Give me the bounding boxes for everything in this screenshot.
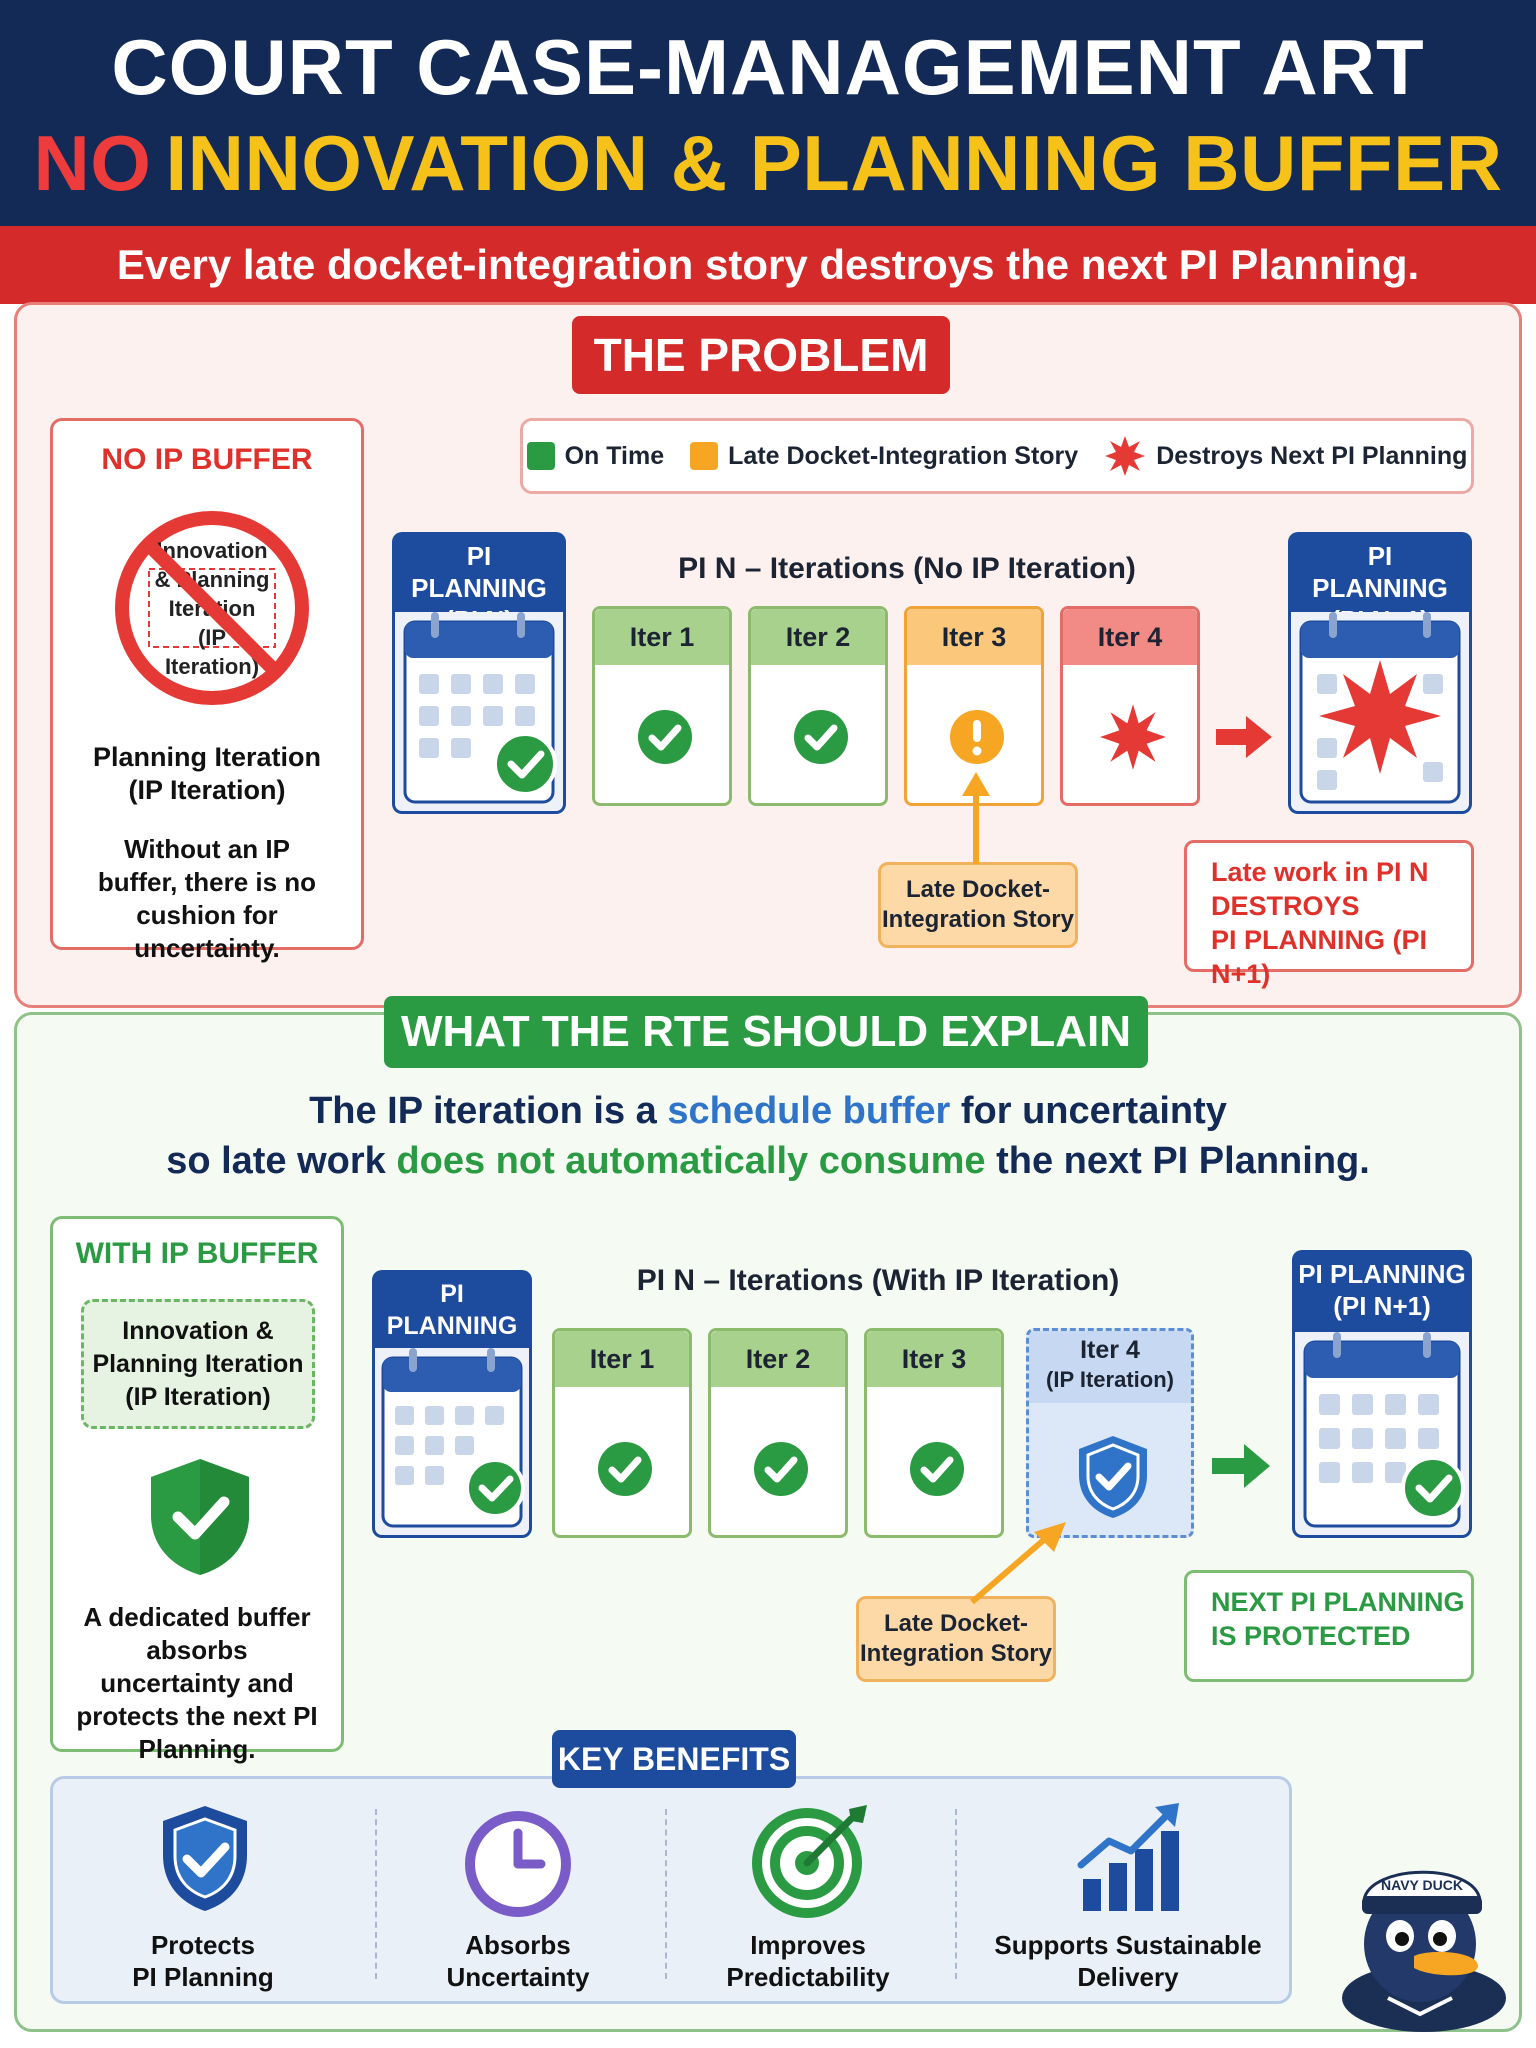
iteration-label: Iter 1 [595, 609, 729, 665]
pi-planning-next-card: PI PLANNING (PI N+1) [1288, 532, 1472, 814]
arrow-right-icon [1212, 1444, 1270, 1488]
iteration-label: Iter 4 [1063, 609, 1197, 665]
check-circle-icon [794, 710, 848, 764]
target-icon [752, 1805, 867, 1918]
legend-late: Late Docket-Integration Story [690, 442, 1078, 471]
iteration-label: Iter 1 [555, 1331, 689, 1387]
iteration-1: Iter 1 [592, 606, 732, 806]
with-ip-buffer-card: WITH IP BUFFER Innovation & Planning Ite… [50, 1216, 344, 1764]
pi-planning-next-label: PI PLANNING (PI N+1) [1288, 532, 1472, 635]
title-rest: INNOVATION & PLANNING BUFFER [165, 119, 1503, 207]
shield-check-icon [151, 1459, 249, 1575]
pi-n-label-problem: PI N – Iterations (No IP Iteration) [678, 552, 1136, 585]
growth-chart-icon [1077, 1803, 1179, 1911]
shield-check-icon [163, 1806, 247, 1911]
with-ip-buffer-title: WITH IP BUFFER [75, 1237, 319, 1270]
ip-iteration-box: Innovation & Planning Iteration (IP Iter… [81, 1299, 315, 1429]
legend-on-time: On Time [526, 442, 664, 471]
navy-duck-mascot-icon: NAVY DUCK [1342, 1870, 1506, 2032]
benefit-label: Protects PI Planning [132, 1930, 274, 1992]
calendar-destroyed-icon [1288, 612, 1472, 814]
late-story-note-problem: Late Docket-Integration Story [878, 862, 1078, 948]
rte-line-1: The IP iteration is a schedule buffer fo… [309, 1090, 1227, 1132]
benefit-absorbs: Absorbs Uncertainty [383, 1779, 653, 2007]
check-circle-icon [754, 1442, 808, 1496]
subtitle-banner: Every late docket-integration story dest… [0, 226, 1536, 304]
benefit-label: Improves Predictability [726, 1930, 890, 1992]
benefit-label: Supports Sustainable Delivery [994, 1930, 1262, 1992]
protected-result-box: NEXT PI PLANNING IS PROTECTED [1184, 1570, 1474, 1682]
benefit-supports: Supports Sustainable Delivery [963, 1779, 1293, 2007]
result-line-1: Late work in PI N [1211, 857, 1429, 887]
iteration-label: Iter 3 [907, 609, 1041, 665]
iteration-2-with: Iter 2 [708, 1328, 848, 1538]
legend: On Time Late Docket-Integration Story De… [520, 418, 1474, 494]
key-benefits-panel: Protects PI Planning Absorbs Uncertainty… [50, 1776, 1292, 2004]
check-circle-icon [910, 1442, 964, 1496]
divider [955, 1809, 957, 1979]
iteration-3: Iter 3 [904, 606, 1044, 806]
iteration-4: Iter 4 [1060, 606, 1200, 806]
legend-destroys: Destroys Next PI Planning [1104, 435, 1467, 477]
with-ip-desc: A dedicated buffer absorbs uncertainty a… [76, 1602, 318, 1764]
title-no: NO [33, 119, 152, 207]
no-ip-buffer-title: NO IP BUFFER [101, 443, 313, 476]
iteration-4-ip: Iter 4 (IP Iteration) [1026, 1328, 1194, 1538]
prohibited-slash [142, 538, 282, 678]
no-ip-desc: Without an IP buffer, there is no cushio… [97, 834, 317, 963]
no-ip-buffer-card: NO IP BUFFER Innovation & Planning Itera… [50, 418, 364, 963]
pi-n-label-with: PI N – Iterations (With IP Iteration) [636, 1264, 1120, 1297]
check-circle-icon [598, 1442, 652, 1496]
clock-icon [465, 1811, 571, 1917]
divider [375, 1809, 377, 1979]
green-square-icon [526, 442, 555, 470]
benefit-protects: Protects PI Planning [53, 1779, 353, 2007]
pi-planning-start-label: PI PLANNING (PI N) [392, 532, 566, 635]
iteration-3-with: Iter 3 [864, 1328, 1004, 1538]
pi-planning-start-card: PI PLANNING (PI N) [392, 532, 566, 814]
title-line-1: COURT CASE-MANAGEMENT ART [111, 23, 1425, 111]
arrow-diagonal-icon [970, 1522, 1066, 1605]
arrow-up-icon [962, 772, 990, 864]
benefit-improves: Improves Predictability [673, 1779, 943, 2007]
rte-line-2: so late work does not automatically cons… [166, 1140, 1370, 1182]
iteration-1-with: Iter 1 [552, 1328, 692, 1538]
burst-icon [1100, 704, 1166, 770]
iteration-label: Iter 2 [751, 609, 885, 665]
result-line-2: DESTROYS [1211, 891, 1360, 921]
pi-planning-start-label: PI PLANNING (PI N) [372, 1270, 532, 1372]
pi-planning-start-card-with: PI PLANNING (PI N) [372, 1270, 532, 1538]
rte-badge: WHAT THE RTE SHOULD EXPLAIN [384, 996, 1148, 1068]
shield-icon [1079, 1436, 1147, 1518]
late-story-note-with: Late Docket-Integration Story [856, 1596, 1056, 1682]
benefit-label: Absorbs Uncertainty [446, 1930, 590, 1992]
protected-line-2: IS PROTECTED [1211, 1621, 1411, 1651]
calendar-icon [372, 1348, 532, 1538]
ip-iteration-header: Iter 4 (IP Iteration) [1029, 1331, 1191, 1403]
no-ip-sub: Planning Iteration (IP Iteration) [92, 742, 321, 805]
check-circle-icon [638, 710, 692, 764]
iteration-label: Iter 2 [711, 1331, 845, 1387]
key-benefits-badge: KEY BENEFITS [552, 1730, 796, 1788]
result-line-3: PI PLANNING (PI N+1) [1211, 925, 1428, 989]
pi-planning-next-label: PI PLANNING (PI N+1) [1292, 1250, 1472, 1332]
burst-icon [1105, 436, 1146, 476]
mascot-cap-text: NAVY DUCK [1381, 1877, 1463, 1893]
warning-icon [950, 710, 1004, 764]
orange-square-icon [690, 442, 719, 470]
arrow-right-icon [1216, 716, 1272, 758]
problem-badge: THE PROBLEM [572, 316, 950, 394]
calendar-icon [392, 612, 566, 814]
divider [665, 1809, 667, 1979]
destroys-result-box: Late work in PI N DESTROYS PI PLANNING (… [1184, 840, 1474, 989]
prohibited-ip-iteration: Innovation & Planning Iteration (IP Iter… [109, 505, 315, 711]
iteration-2: Iter 2 [748, 606, 888, 806]
pi-planning-next-card-with: PI PLANNING (PI N+1) [1292, 1250, 1472, 1538]
calendar-protected-icon [1292, 1332, 1472, 1538]
iteration-label: Iter 3 [867, 1331, 1001, 1387]
protected-line-1: NEXT PI PLANNING [1211, 1587, 1465, 1617]
